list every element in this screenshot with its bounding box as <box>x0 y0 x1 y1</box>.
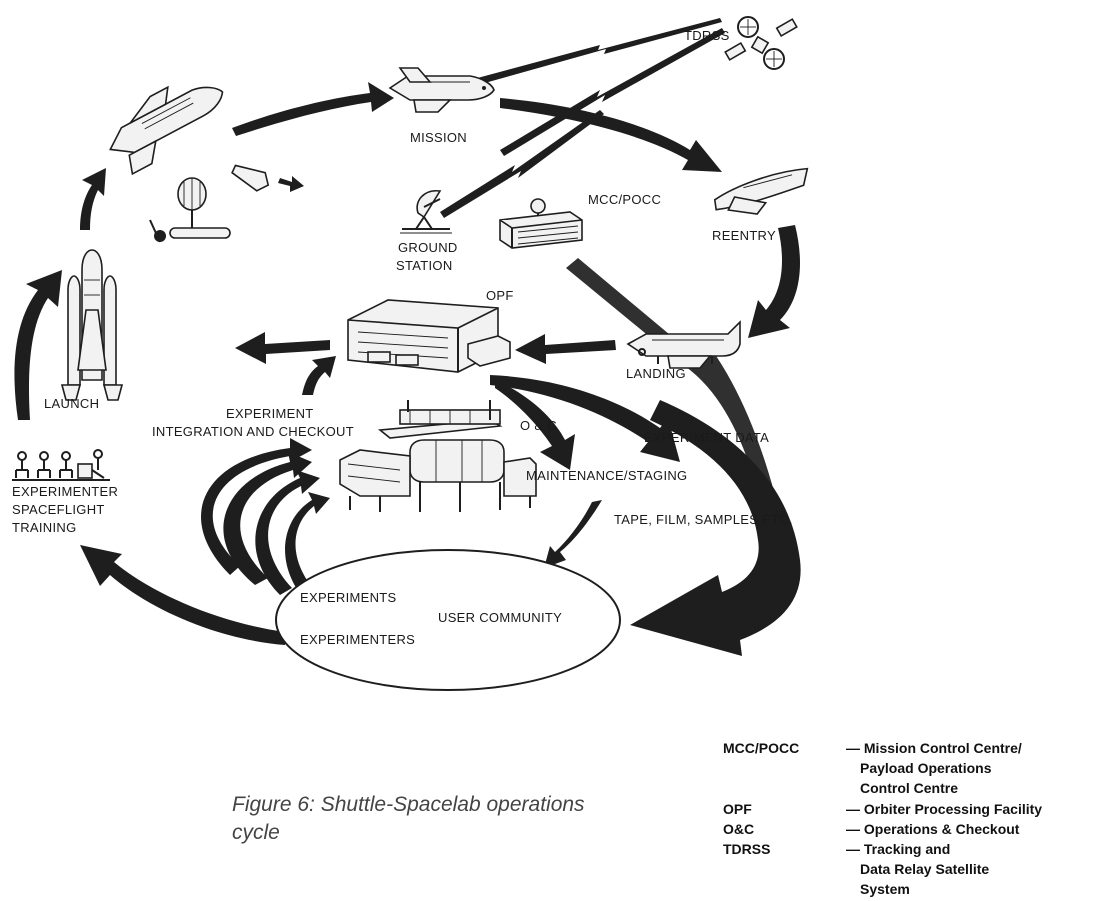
link-tdrss-down <box>500 28 725 156</box>
launch-vehicle-icon <box>60 249 124 401</box>
glossary-def-opf: — Orbiter Processing Facility <box>846 801 1042 817</box>
label-experimenter-2: SPACEFLIGHT <box>12 502 105 517</box>
link-tdrss-to-ground <box>440 110 604 218</box>
link-tdrss-to-mission <box>470 18 722 86</box>
reentry-shuttle-icon <box>713 167 809 215</box>
label-o-and-c: O & C <box>520 418 557 433</box>
label-experiments: EXPERIMENTS <box>300 590 397 605</box>
user-community-ellipse <box>275 549 621 691</box>
glossary-abbr-tdrss: TDRSS <box>723 841 770 857</box>
arrow-mission-to-reentry <box>500 98 722 172</box>
landing-shuttle-icon <box>626 320 741 369</box>
label-user-community: USER COMMUNITY <box>438 610 562 625</box>
arrow-opf-left <box>235 332 330 364</box>
label-mcc-pocc: MCC/POCC <box>588 192 661 207</box>
glossary: MCC/POCC — Mission Control Centre/ Paylo… <box>723 740 1042 897</box>
glossary-def-mcc-pocc-1: — Mission Control Centre/ <box>846 740 1022 756</box>
arrow-training-2 <box>255 470 320 595</box>
payload-deploy-arrow <box>278 176 304 192</box>
glossary-def-tdrss-2: Data Relay Satellite <box>860 861 989 877</box>
label-experiment-2: INTEGRATION AND CHECKOUT <box>152 424 354 439</box>
arrow-integration-to-opf <box>302 356 336 395</box>
label-experiment-data: EXPERIMENT DATA <box>644 430 769 445</box>
label-mission: MISSION <box>410 130 467 145</box>
deployed-payload-icon <box>231 164 270 192</box>
glossary-abbr-mcc-pocc: MCC/POCC <box>723 740 799 756</box>
arrow-reentry-to-landing <box>748 225 800 338</box>
arrow-launch-up <box>14 270 62 420</box>
arrow-training-1 <box>223 452 312 585</box>
figure-caption-line1: Figure 6: Shuttle-Spacelab operations <box>232 793 585 816</box>
label-opf: OPF <box>486 288 514 303</box>
arrow-staging-to-community <box>544 500 602 568</box>
label-landing: LANDING <box>626 366 686 381</box>
label-tape-film-samples: TAPE, FILM, SAMPLES ETC. <box>614 512 793 527</box>
glossary-def-mcc-pocc-2: Payload Operations <box>860 760 992 776</box>
label-ground-station-2: STATION <box>396 258 453 273</box>
label-launch: LAUNCH <box>44 396 99 411</box>
arrow-training-4 <box>200 438 312 575</box>
ground-station-dish-icon <box>400 190 452 234</box>
arrow-orbit-to-mission <box>232 82 394 136</box>
tdrss-satellite-icon <box>724 16 798 70</box>
glossary-def-tdrss-1: — Tracking and <box>846 841 950 857</box>
figure-caption-line2: cycle <box>232 821 280 844</box>
label-ground-station-1: GROUND <box>398 240 458 255</box>
label-experimenters: EXPERIMENTERS <box>300 632 415 647</box>
label-reentry: REENTRY <box>712 228 776 243</box>
opf-building-icon <box>347 299 511 373</box>
glossary-def-o-and-c: — Operations & Checkout <box>846 821 1020 837</box>
label-experimenter-1: EXPERIMENTER <box>12 484 118 499</box>
mission-shuttle-icon <box>388 67 495 113</box>
experimenter-training-icon <box>12 449 110 481</box>
label-experiment-1: EXPERIMENT <box>226 406 314 421</box>
arrow-opf-to-staging <box>495 380 575 470</box>
glossary-abbr-opf: OPF <box>723 801 752 817</box>
glossary-def-mcc-pocc-3: Control Centre <box>860 780 958 796</box>
balloon-payload-icon <box>149 177 231 243</box>
orbiter-ascent-icon <box>109 85 224 176</box>
label-tdrss: TDRSS <box>684 28 730 43</box>
arrow-launch-to-orbit <box>80 168 106 230</box>
arrow-landing-to-opf <box>515 334 616 364</box>
label-experimenter-3: TRAINING <box>12 520 77 535</box>
arrow-training-3 <box>285 492 330 600</box>
glossary-def-tdrss-3: System <box>860 881 910 897</box>
label-maintenance-staging: MAINTENANCE/STAGING <box>526 468 687 483</box>
spacelab-integration-icon <box>339 400 537 512</box>
glossary-abbr-o-and-c: O&C <box>723 821 754 837</box>
mcc-pocc-building-icon <box>499 198 583 249</box>
arrow-opf-to-maintenance <box>490 375 680 462</box>
arrow-experiment-data <box>630 400 801 656</box>
arrow-community-to-training <box>80 545 285 645</box>
